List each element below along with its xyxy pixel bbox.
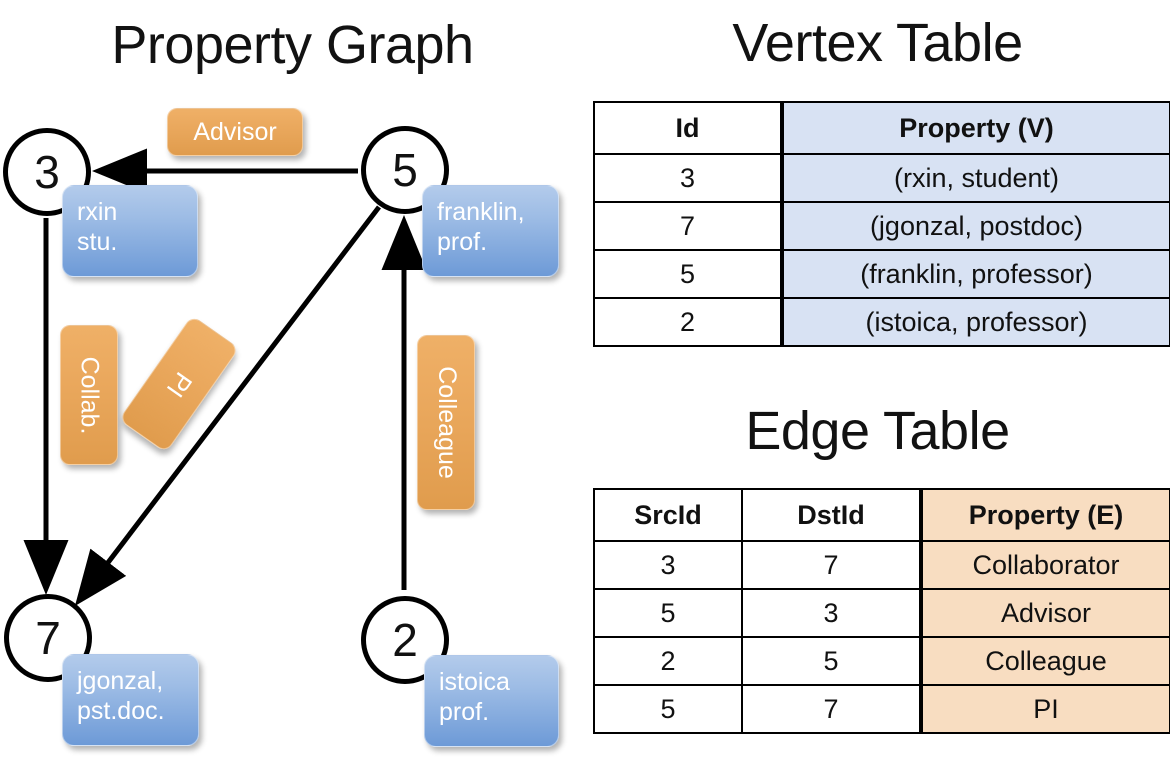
edge-cell-property: PI <box>919 684 1170 734</box>
edge-cell-property: Colleague <box>919 636 1170 686</box>
vertex-node-2-label: 2 <box>392 614 418 666</box>
edge-label-pi-text: PI <box>161 366 198 402</box>
edge-label-box-collab[interactable]: Collab. <box>60 325 118 465</box>
vertex-property-jgonzal-line2: pst.doc. <box>77 696 165 725</box>
vertex-table: Id Property (V) 3 (rxin, student) 7 (jgo… <box>593 101 1170 347</box>
edge-cell-property: Advisor <box>919 588 1170 638</box>
vertex-cell-id: 2 <box>593 297 783 347</box>
vertex-cell-property: (jgonzal, postdoc) <box>780 201 1170 251</box>
table-row[interactable]: 5 (franklin, professor) <box>593 249 1170 299</box>
vertex-property-box-franklin[interactable]: franklin, prof. <box>422 185 559 277</box>
vertex-node-7-label: 7 <box>35 612 61 664</box>
vertex-property-box-rxin[interactable]: rxin stu. <box>62 185 198 277</box>
vertex-node-3[interactable]: 3 <box>3 128 91 216</box>
vertex-property-franklin-line1: franklin, <box>437 198 525 226</box>
vertex-table-header-row: Id Property (V) <box>593 101 1170 155</box>
vertex-table-header-property: Property (V) <box>780 101 1170 155</box>
vertex-property-rxin-line1: rxin <box>77 198 118 226</box>
vertex-cell-property: (franklin, professor) <box>780 249 1170 299</box>
vertex-cell-property: (rxin, student) <box>780 153 1170 203</box>
vertex-node-5[interactable]: 5 <box>361 126 449 214</box>
edge-label-colleague-text: Colleague <box>432 366 461 479</box>
edge-cell-dstid: 7 <box>741 684 922 734</box>
vertex-property-franklin-line2: prof. <box>437 227 488 256</box>
vertex-property-jgonzal-line1: jgonzal, <box>77 667 164 695</box>
page-title-edge-table: Edge Table <box>745 401 1010 461</box>
edge-cell-property: Collaborator <box>919 540 1170 590</box>
vertex-property-box-jgonzal[interactable]: jgonzal, pst.doc. <box>62 654 199 746</box>
table-row[interactable]: 7 (jgonzal, postdoc) <box>593 201 1170 251</box>
edge-cell-dstid: 3 <box>741 588 922 638</box>
edge-label-collab-text: Collab. <box>75 356 104 434</box>
edge-cell-dstid: 5 <box>741 636 922 686</box>
vertex-cell-id: 7 <box>593 201 783 251</box>
edge-table-header-srcid: SrcId <box>593 488 743 542</box>
graph-edge-arrows <box>23 148 427 606</box>
edge-table-header-dstid: DstId <box>741 488 922 542</box>
table-row[interactable]: 2 5 Colleague <box>593 636 1170 686</box>
edge-cell-srcid: 5 <box>593 588 743 638</box>
table-row[interactable]: 3 (rxin, student) <box>593 153 1170 203</box>
edge-table-header-row: SrcId DstId Property (E) <box>593 488 1170 542</box>
vertex-table-header-id: Id <box>593 101 783 155</box>
edge-cell-srcid: 2 <box>593 636 743 686</box>
page-title-vertex-table: Vertex Table <box>732 13 1023 73</box>
vertex-cell-id: 5 <box>593 249 783 299</box>
edge-arrow-pi <box>74 205 381 606</box>
edge-label-advisor-text: Advisor <box>193 117 277 146</box>
vertex-node-3-label: 3 <box>34 146 60 198</box>
vertex-property-istoica-line1: istoica <box>439 668 510 696</box>
edge-cell-srcid: 3 <box>593 540 743 590</box>
edge-table-header-property: Property (E) <box>919 488 1170 542</box>
vertex-property-rxin-line2: stu. <box>77 227 118 256</box>
vertex-property-istoica-line2: prof. <box>439 697 490 726</box>
edge-label-box-advisor[interactable]: Advisor <box>167 108 303 156</box>
page-title-property-graph: Property Graph <box>111 15 474 75</box>
vertex-node-5-label: 5 <box>392 144 418 196</box>
vertex-cell-property: (istoica, professor) <box>780 297 1170 347</box>
edge-label-box-colleague[interactable]: Colleague <box>417 335 475 510</box>
edge-table: SrcId DstId Property (E) 3 7 Collaborato… <box>593 488 1170 734</box>
table-row[interactable]: 5 3 Advisor <box>593 588 1170 638</box>
table-row[interactable]: 2 (istoica, professor) <box>593 297 1170 347</box>
edge-cell-srcid: 5 <box>593 684 743 734</box>
vertex-property-box-istoica[interactable]: istoica prof. <box>424 655 559 747</box>
property-graph-diagram: 3 5 7 2 rxin stu. franklin, prof. jgonza… <box>0 85 585 760</box>
edge-cell-dstid: 7 <box>741 540 922 590</box>
table-row[interactable]: 3 7 Collaborator <box>593 540 1170 590</box>
vertex-cell-id: 3 <box>593 153 783 203</box>
table-row[interactable]: 5 7 PI <box>593 684 1170 734</box>
